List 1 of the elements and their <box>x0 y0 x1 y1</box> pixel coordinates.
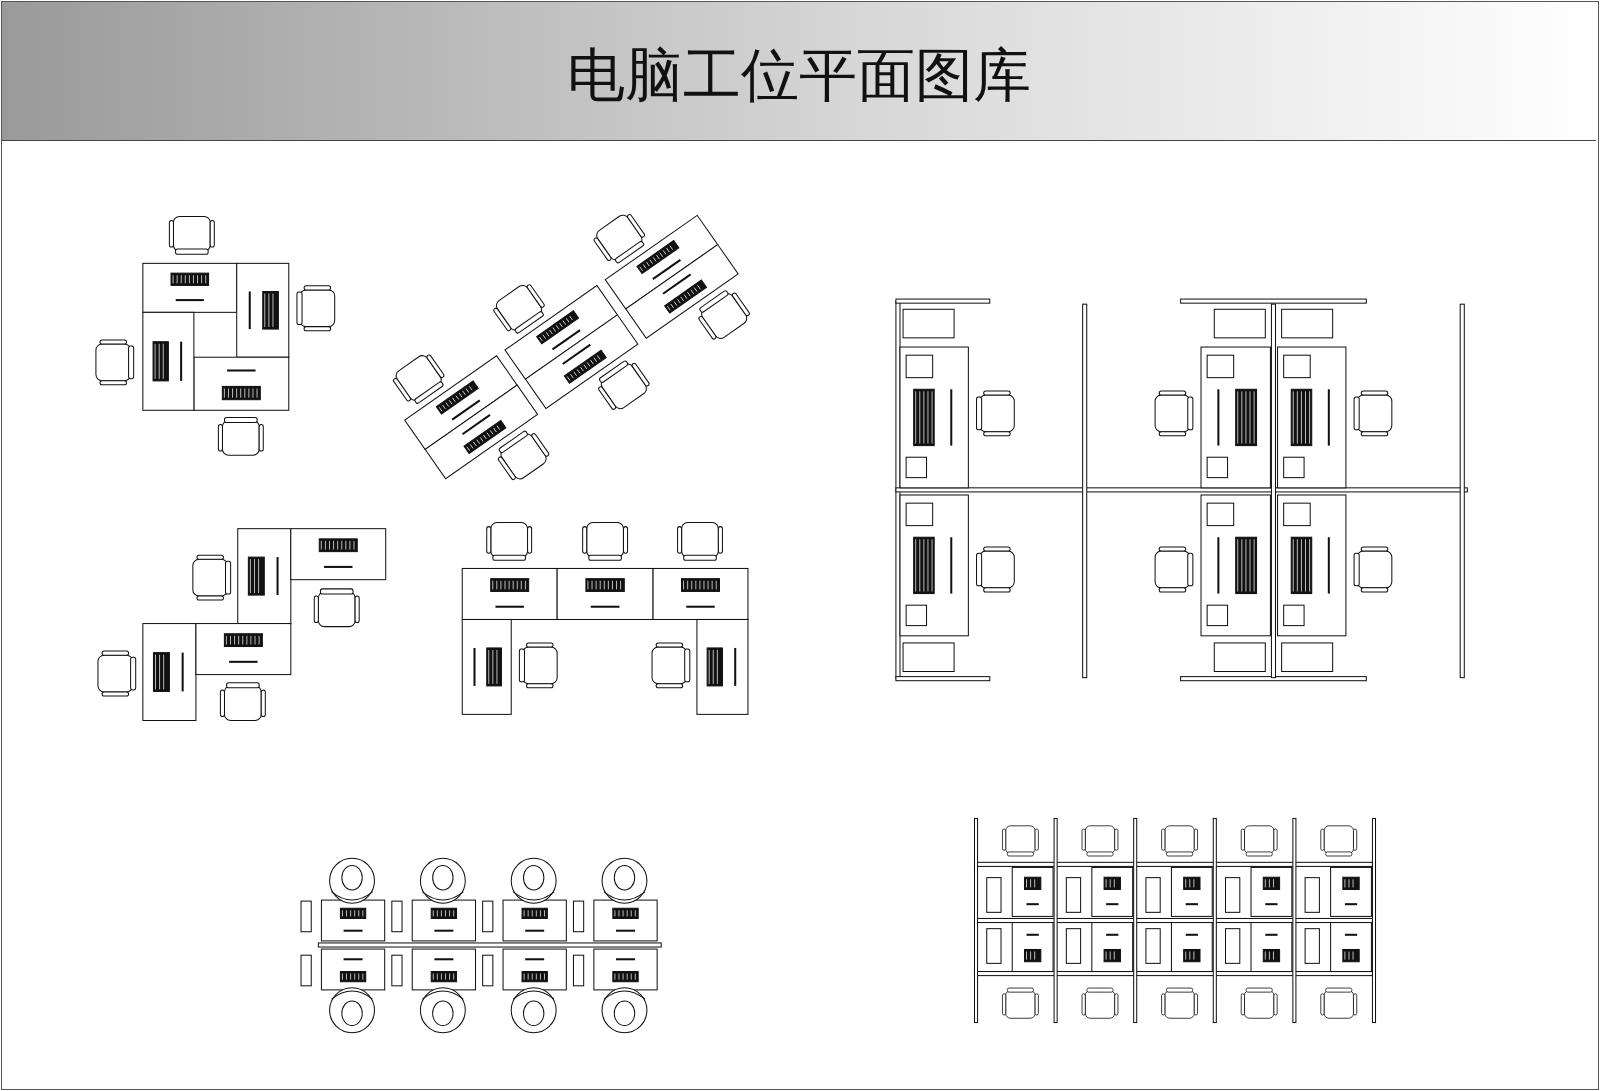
title: 电脑工位平面图库 <box>567 42 1031 108</box>
